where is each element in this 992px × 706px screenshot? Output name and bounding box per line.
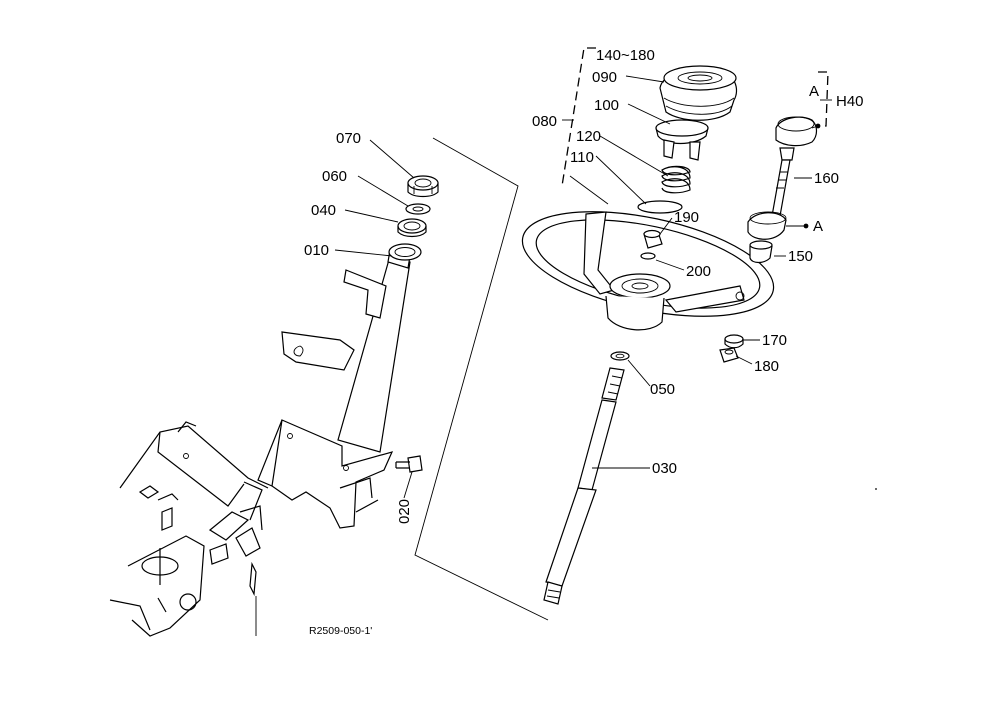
- label-070: 070: [336, 130, 361, 147]
- nut-190: [643, 229, 663, 249]
- washer-050: [610, 351, 630, 361]
- leader-lines: [334, 75, 832, 499]
- nut-070: [407, 175, 439, 198]
- nut-180: [719, 347, 739, 363]
- washer-170: [724, 334, 744, 349]
- label-100: 100: [594, 97, 619, 114]
- steering-shaft-030: [543, 367, 625, 605]
- label-080: 080: [532, 113, 557, 130]
- label-150: 150: [788, 248, 813, 265]
- label-200: 200: [686, 263, 711, 280]
- drawing-reference: R2509-050-1': [309, 625, 372, 637]
- spring-120: [661, 165, 691, 194]
- cap-100: [655, 119, 709, 161]
- label-020: 020: [396, 499, 413, 524]
- bearing-040: [397, 218, 427, 238]
- label-030: 030: [652, 460, 677, 477]
- label-110: 110: [570, 149, 594, 166]
- label-050: 050: [650, 381, 675, 398]
- collar-150: [749, 240, 773, 264]
- column-tube-010: [281, 243, 422, 453]
- label-120: 120: [576, 128, 601, 145]
- label-010: 010: [304, 242, 329, 259]
- bolt-020: [395, 455, 423, 473]
- group-h40-bracket: [818, 71, 829, 127]
- label-a-top: A: [809, 83, 819, 100]
- label-060: 060: [322, 168, 347, 185]
- knob-cap-h40: [775, 116, 818, 147]
- label-140-180: 140~180: [596, 47, 655, 64]
- label-090: 090: [592, 69, 617, 86]
- label-h40: H40: [836, 93, 864, 110]
- horn-cap-090: [659, 65, 738, 121]
- ring-110: [637, 200, 683, 214]
- assembly-boundary: [414, 137, 549, 621]
- washer-060: [405, 203, 431, 215]
- washer-200: [640, 252, 656, 260]
- label-a-knob: A: [813, 218, 823, 235]
- knob-body-a: [747, 211, 787, 240]
- column-bracket: [257, 419, 394, 529]
- label-190: 190: [674, 209, 699, 226]
- label-180: 180: [754, 358, 779, 375]
- bolt-160: [771, 147, 795, 217]
- label-040: 040: [311, 202, 336, 219]
- label-160: 160: [814, 170, 839, 187]
- pedal-frame-assembly: [109, 421, 269, 637]
- label-170: 170: [762, 332, 787, 349]
- group-080-bracket: [561, 47, 596, 187]
- steering-wheel: [521, 211, 775, 331]
